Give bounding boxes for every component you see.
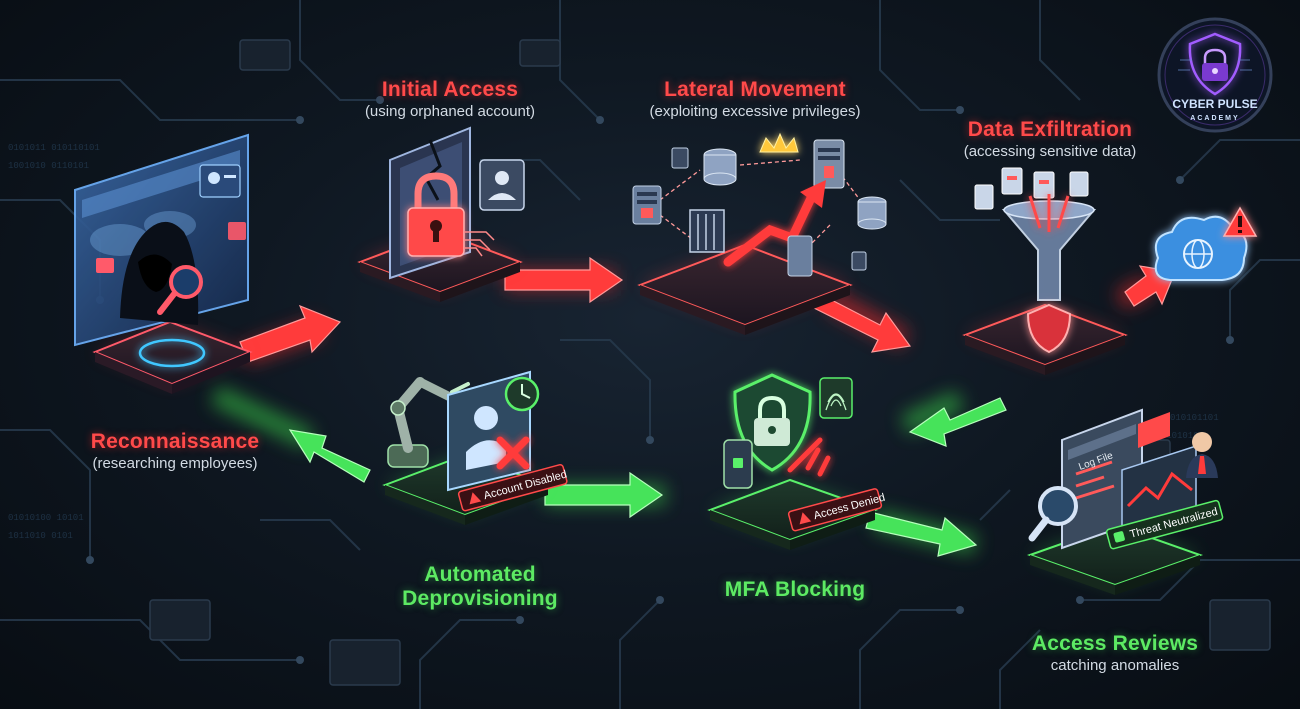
defense-path-arrows bbox=[210, 385, 1007, 557]
server-network-crown-icon bbox=[632, 132, 887, 277]
log-magnifier-chart-icon bbox=[1028, 408, 1218, 550]
svg-text:010101101: 010101101 bbox=[1170, 413, 1219, 423]
initial-access-subtitle: (using orphaned account) bbox=[364, 103, 536, 120]
recon-label: Reconnaissance (researching employees) bbox=[70, 430, 280, 473]
lateral-platform bbox=[637, 243, 853, 335]
lateral-movement-subtitle: (exploiting excessive privileges) bbox=[649, 103, 861, 120]
robot-arm-user-x-icon bbox=[387, 370, 540, 492]
access-reviews-title: Access Reviews bbox=[1031, 632, 1199, 655]
svg-text:01010100 10101: 01010100 10101 bbox=[8, 513, 84, 523]
attack-path-arrows bbox=[239, 256, 1176, 365]
recon-title: Reconnaissance bbox=[90, 430, 260, 453]
logo-line2: ACADEMY bbox=[1190, 115, 1239, 122]
svg-text:1011010 0101: 1011010 0101 bbox=[8, 531, 73, 541]
hooded-hacker-magnifier-icon bbox=[74, 133, 249, 347]
shield-padlock-fingerprint-icon bbox=[723, 373, 853, 489]
svg-text:1001010 0110101: 1001010 0110101 bbox=[8, 161, 89, 171]
svg-text:1101010100: 1101010100 bbox=[1150, 431, 1204, 441]
svg-text:0101011 010110101: 0101011 010110101 bbox=[8, 143, 100, 153]
mfa-blocking-title: MFA Blocking bbox=[724, 578, 866, 601]
automated-deprovisioning-title-2: Deprovisioning bbox=[402, 587, 558, 610]
logo-line1: CYBER PULSE bbox=[1172, 97, 1257, 111]
data-exfiltration-label: Data Exfiltration (accessing sensitive d… bbox=[935, 118, 1165, 161]
access-reviews-subtitle: catching anomalies bbox=[1050, 657, 1180, 674]
data-exfiltration-subtitle: (accessing sensitive data) bbox=[963, 143, 1137, 160]
broken-padlock-door-icon bbox=[389, 126, 525, 280]
automated-deprovisioning-label: Automated Deprovisioning bbox=[380, 563, 580, 611]
mfa-blocking-label: MFA Blocking bbox=[700, 578, 890, 602]
recon-platform bbox=[92, 320, 253, 394]
initial-access-label: Initial Access (using orphaned account) bbox=[340, 78, 560, 121]
data-exfiltration-title: Data Exfiltration bbox=[967, 118, 1133, 141]
funnel-shield-cloud-icon bbox=[974, 167, 1258, 354]
access-reviews-label: Access Reviews catching anomalies bbox=[1010, 632, 1220, 675]
automated-deprovisioning-title-1: Automated bbox=[424, 563, 536, 586]
initial-access-title: Initial Access bbox=[381, 78, 519, 101]
lateral-movement-title: Lateral Movement bbox=[664, 78, 846, 101]
recon-subtitle: (researching employees) bbox=[92, 455, 258, 472]
mfa-platform bbox=[707, 478, 879, 550]
cyber-pulse-logo: CYBER PULSE ACADEMY bbox=[1157, 17, 1273, 133]
lateral-movement-label: Lateral Movement (exploiting excessive p… bbox=[620, 78, 890, 121]
